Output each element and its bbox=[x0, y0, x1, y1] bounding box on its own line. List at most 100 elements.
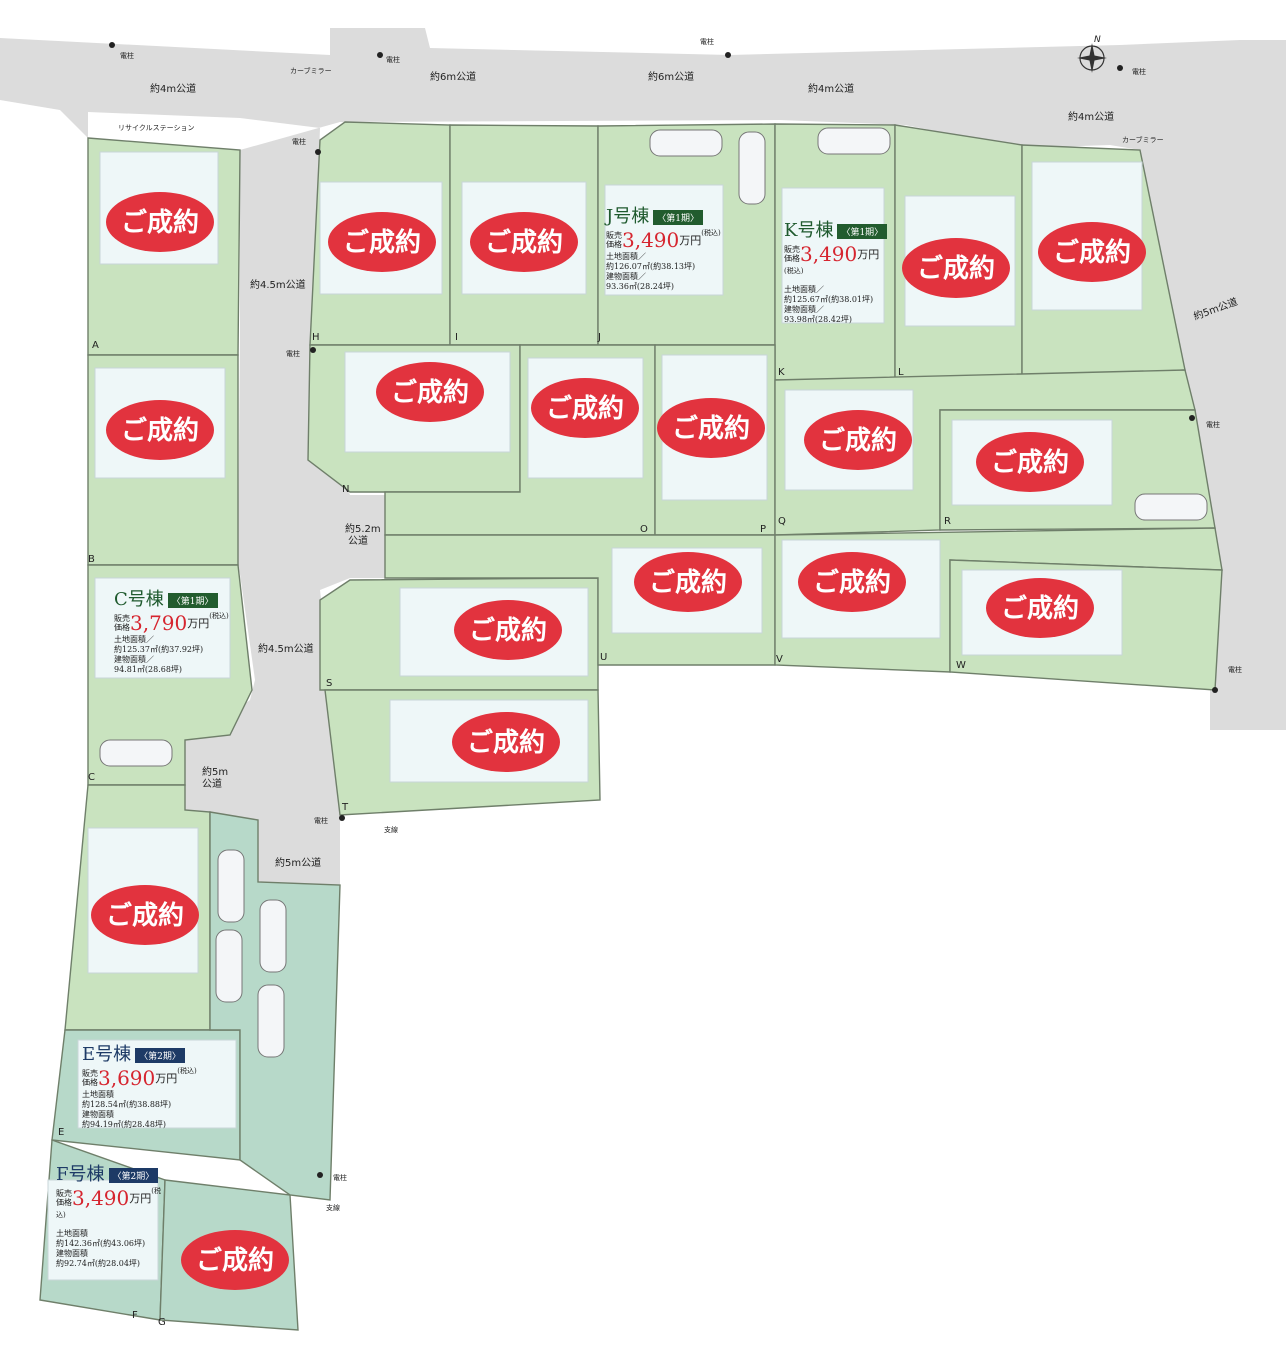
facilities: 電柱 電柱 電柱 電柱 電柱 電柱 電柱 電柱 電柱 電柱 カーブミラー カーブ… bbox=[109, 37, 1242, 1212]
price-value: 3,690 bbox=[98, 1066, 156, 1090]
car-icon bbox=[649, 129, 723, 157]
lot-title: J号棟 bbox=[606, 206, 650, 227]
sold-badge: ご成約 bbox=[657, 398, 765, 458]
sold-badge-text: ご成約 bbox=[813, 567, 891, 598]
sold-badge: ご成約 bbox=[986, 578, 1094, 638]
sold-badge-text: ご成約 bbox=[649, 567, 727, 598]
recycle-station-label: リサイクルステーション bbox=[118, 124, 195, 132]
phase-badge: 〈第2期〉 bbox=[108, 1168, 159, 1183]
sold-badge-text: ご成約 bbox=[485, 227, 563, 258]
building-area: 約94.19㎡(約28.48坪) bbox=[82, 1120, 167, 1129]
sold-badge-bg bbox=[454, 600, 562, 660]
road-label: 約5m bbox=[202, 765, 228, 778]
cars bbox=[99, 127, 1208, 1058]
price-unit: 万円 bbox=[679, 234, 702, 247]
phase-badge: 〈第1期〉 bbox=[167, 593, 218, 608]
sold-badge: ご成約 bbox=[454, 600, 562, 660]
price-value: 3,790 bbox=[130, 611, 188, 635]
lot-title: K号棟 bbox=[784, 220, 834, 241]
lot-letter: C bbox=[88, 772, 95, 783]
building-area: 約92.74㎡(約28.04坪) bbox=[56, 1259, 141, 1268]
lot-info-F[interactable]: F号棟〈第2期〉 販売価格3,490万円(税込) 土地面積 約142.36㎡(約… bbox=[56, 1160, 166, 1269]
lot-letter: F bbox=[132, 1310, 138, 1321]
lot-letter: Q bbox=[778, 516, 786, 527]
lot-info-E[interactable]: E号棟〈第2期〉 販売価格3,690万円(税込) 土地面積 約128.54㎡(約… bbox=[82, 1040, 212, 1130]
sold-badge-bg bbox=[328, 212, 436, 272]
sold-badge-text: ご成約 bbox=[391, 377, 469, 408]
sold-badge-bg bbox=[376, 362, 484, 422]
tax-note: (税込) bbox=[177, 1067, 197, 1075]
pole-label: 電柱 bbox=[120, 51, 134, 60]
sold-badge: ご成約 bbox=[91, 885, 199, 945]
price-unit: 万円 bbox=[857, 248, 880, 261]
tax-note: (税込) bbox=[209, 612, 229, 620]
guy-wire-label: 支線 bbox=[384, 825, 398, 834]
sold-badge-text: ご成約 bbox=[467, 727, 545, 758]
sold-badge-text: ご成約 bbox=[121, 415, 199, 446]
price-label: 販売価格 bbox=[606, 231, 622, 249]
building-label: 建物面積 bbox=[82, 1110, 114, 1119]
road-label: 約5.2m bbox=[345, 522, 381, 535]
price-unit: 万円 bbox=[187, 617, 210, 630]
sold-badge: ご成約 bbox=[376, 362, 484, 422]
land-area: 約126.07㎡(約38.13坪) bbox=[606, 262, 696, 271]
sold-badge-bg bbox=[798, 552, 906, 612]
road-label: 約4.5m公道 bbox=[250, 278, 306, 291]
sold-badge-text: ご成約 bbox=[121, 207, 199, 238]
road-label: 約4m公道 bbox=[808, 82, 854, 95]
land-label: 土地面積 bbox=[82, 1090, 114, 1099]
land-label: 土地面積／ bbox=[114, 635, 154, 644]
sold-badge-text: ご成約 bbox=[1053, 237, 1131, 268]
sold-badge-text: ご成約 bbox=[546, 393, 624, 424]
lot-letter: I bbox=[455, 332, 458, 343]
land-label: 土地面積 bbox=[56, 1229, 88, 1238]
sold-badge: ご成約 bbox=[470, 212, 578, 272]
sold-badge-bg bbox=[986, 578, 1094, 638]
lot-letter: B bbox=[88, 554, 95, 565]
lot-letter: T bbox=[341, 802, 349, 813]
lot-info-K[interactable]: K号棟〈第1期〉 販売価格3,490万円(税込) 土地面積／ 約125.67㎡(… bbox=[784, 216, 888, 325]
sold-badge-text: ご成約 bbox=[917, 253, 995, 284]
sold-badge: ご成約 bbox=[106, 192, 214, 252]
sold-badge-text: ご成約 bbox=[106, 900, 184, 931]
building-label: 建物面積 bbox=[56, 1249, 88, 1258]
sold-badge-text: ご成約 bbox=[469, 615, 547, 646]
sold-badge: ご成約 bbox=[181, 1230, 289, 1290]
lot-info-C[interactable]: C号棟〈第1期〉 販売価格3,790万円(税込) 土地面積／ 約125.37㎡(… bbox=[114, 585, 234, 675]
road-label: 公道 bbox=[348, 534, 368, 547]
land-label: 土地面積／ bbox=[606, 252, 646, 261]
sold-badge: ご成約 bbox=[634, 552, 742, 612]
price-value: 3,490 bbox=[72, 1186, 130, 1210]
lot-letter: U bbox=[600, 652, 607, 663]
phase-badge: 〈第1期〉 bbox=[653, 210, 703, 225]
pole-label: 電柱 bbox=[292, 137, 306, 146]
price-label: 販売価格 bbox=[82, 1069, 98, 1087]
lot-letter: V bbox=[776, 654, 783, 665]
lot-letter: H bbox=[312, 332, 320, 343]
land-area: 約125.37㎡(約37.92坪) bbox=[114, 645, 204, 654]
lot-letter: R bbox=[944, 516, 951, 527]
building-area: 93.36㎡(28.24坪) bbox=[606, 282, 675, 291]
sold-badge: ご成約 bbox=[106, 400, 214, 460]
lot-letter: P bbox=[760, 524, 766, 535]
road-labels: 約4m公道 約6m公道 約6m公道 約4m公道 約4m公道 約4.5m公道 約5… bbox=[150, 70, 1239, 869]
car-icon bbox=[817, 127, 891, 155]
lot-letter: K bbox=[778, 367, 785, 378]
sold-badge-bg bbox=[657, 398, 765, 458]
building-area: 94.81㎡(28.68坪) bbox=[114, 665, 183, 674]
sold-badge: ご成約 bbox=[902, 238, 1010, 298]
sold-badge: ご成約 bbox=[328, 212, 436, 272]
price-value: 3,490 bbox=[800, 242, 858, 266]
sold-badge-bg bbox=[531, 378, 639, 438]
sold-badge: ご成約 bbox=[976, 432, 1084, 492]
sold-badge-bg bbox=[106, 400, 214, 460]
land-label: 土地面積／ bbox=[784, 285, 824, 294]
pole-label: 電柱 bbox=[314, 816, 328, 825]
car-icon bbox=[217, 849, 245, 923]
tax-note: (税込) bbox=[701, 229, 721, 237]
price-label: 販売価格 bbox=[56, 1189, 72, 1207]
lot-info-J[interactable]: J号棟〈第1期〉 販売価格3,490万円(税込) 土地面積／ 約126.07㎡(… bbox=[606, 202, 726, 292]
sold-badge: ご成約 bbox=[804, 410, 912, 470]
building-label: 建物面積／ bbox=[114, 655, 154, 664]
sold-badge: ご成約 bbox=[1038, 222, 1146, 282]
